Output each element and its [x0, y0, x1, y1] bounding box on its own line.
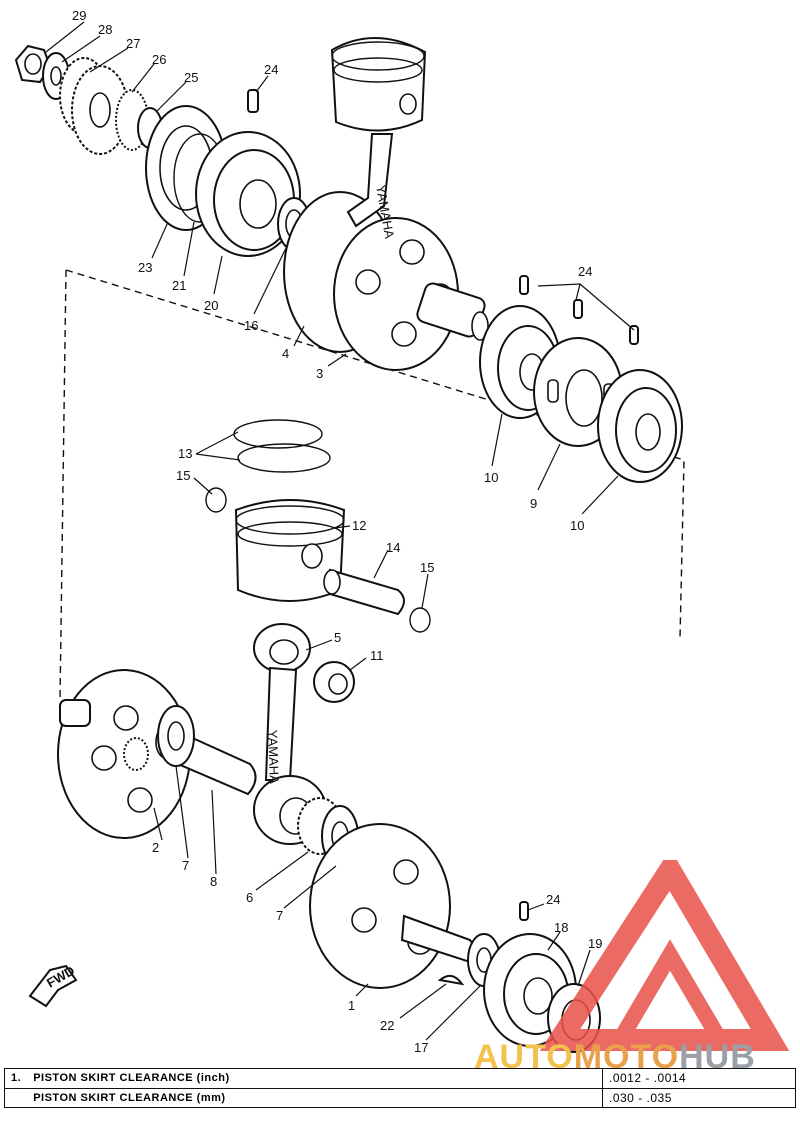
primary-gear-27 [59, 57, 129, 155]
label-10-right: 10 [570, 518, 584, 533]
circlip-15-left [205, 487, 227, 513]
label-15-left: 15 [176, 468, 190, 483]
label-9: 9 [530, 496, 537, 511]
circlip-15-right [409, 607, 431, 633]
needle-bearing-11 [313, 661, 355, 703]
rod-stamp-bottom: YAMAHA [265, 730, 282, 785]
leader-lines [45, 21, 619, 1041]
label-11: 11 [370, 648, 384, 663]
label-1: 1 [348, 998, 355, 1013]
label-27: 27 [126, 36, 140, 51]
label-13: 13 [178, 446, 192, 461]
bearing-10-right [597, 369, 683, 483]
dowel-pin-24-bottom [519, 901, 529, 921]
piston-pin-14 [323, 568, 405, 616]
forward-arrow-icon: FWD [28, 963, 78, 1008]
label-21: 21 [172, 278, 186, 293]
label-18: 18 [554, 920, 568, 935]
label-7-right: 7 [276, 908, 283, 923]
label-24-bottom: 24 [546, 892, 560, 907]
label-6: 6 [246, 890, 253, 905]
label-4: 4 [282, 346, 289, 361]
label-16: 16 [244, 318, 258, 333]
dowel-pins-24-right [519, 275, 639, 345]
crank-wheel-3 [333, 217, 489, 371]
thrust-washer-7-left [157, 705, 195, 767]
label-12: 12 [352, 518, 366, 533]
piston-clearance-table: 1. PISTON SKIRT CLEARANCE (inch) .0012 -… [4, 1068, 796, 1108]
table-row: PISTON SKIRT CLEARANCE (mm) .030 - .035 [4, 1087, 796, 1108]
label-15-right: 15 [420, 560, 434, 575]
row-index: 1. [4, 1068, 28, 1089]
label-17: 17 [414, 1040, 428, 1055]
label-5: 5 [334, 630, 341, 645]
label-14: 14 [386, 540, 400, 555]
part-labels: 29 28 27 26 25 24 23 21 20 16 4 3 24 10 … [72, 8, 602, 1055]
label-23: 23 [138, 260, 152, 275]
row-value: .0012 - .0014 [602, 1068, 796, 1089]
label-7-left: 7 [182, 858, 189, 873]
label-26: 26 [152, 52, 166, 67]
dowel-pin-24-top [247, 89, 259, 113]
label-10-left: 10 [484, 470, 498, 485]
label-8: 8 [210, 874, 217, 889]
label-22: 22 [380, 1018, 394, 1033]
piston-rings-13 [233, 419, 331, 473]
row-value: .030 - .035 [602, 1087, 796, 1108]
crank-wheel-1 [309, 823, 475, 989]
piston-top [330, 37, 427, 132]
logo-triangle-icon [539, 860, 790, 1051]
label-25: 25 [184, 70, 198, 85]
label-2: 2 [152, 840, 159, 855]
label-19: 19 [588, 936, 602, 951]
label-24-right: 24 [578, 264, 592, 279]
label-29: 29 [72, 8, 86, 23]
label-24-top: 24 [264, 62, 278, 77]
label-20: 20 [204, 298, 218, 313]
table-row: 1. PISTON SKIRT CLEARANCE (inch) .0012 -… [4, 1068, 796, 1089]
row-index [4, 1087, 28, 1108]
label-3: 3 [316, 366, 323, 381]
row-label: PISTON SKIRT CLEARANCE (inch) [27, 1068, 604, 1089]
label-28: 28 [98, 22, 112, 37]
automotohub-logo [539, 860, 790, 1051]
woodruff-key-22 [437, 974, 465, 986]
row-label: PISTON SKIRT CLEARANCE (mm) [27, 1087, 604, 1108]
